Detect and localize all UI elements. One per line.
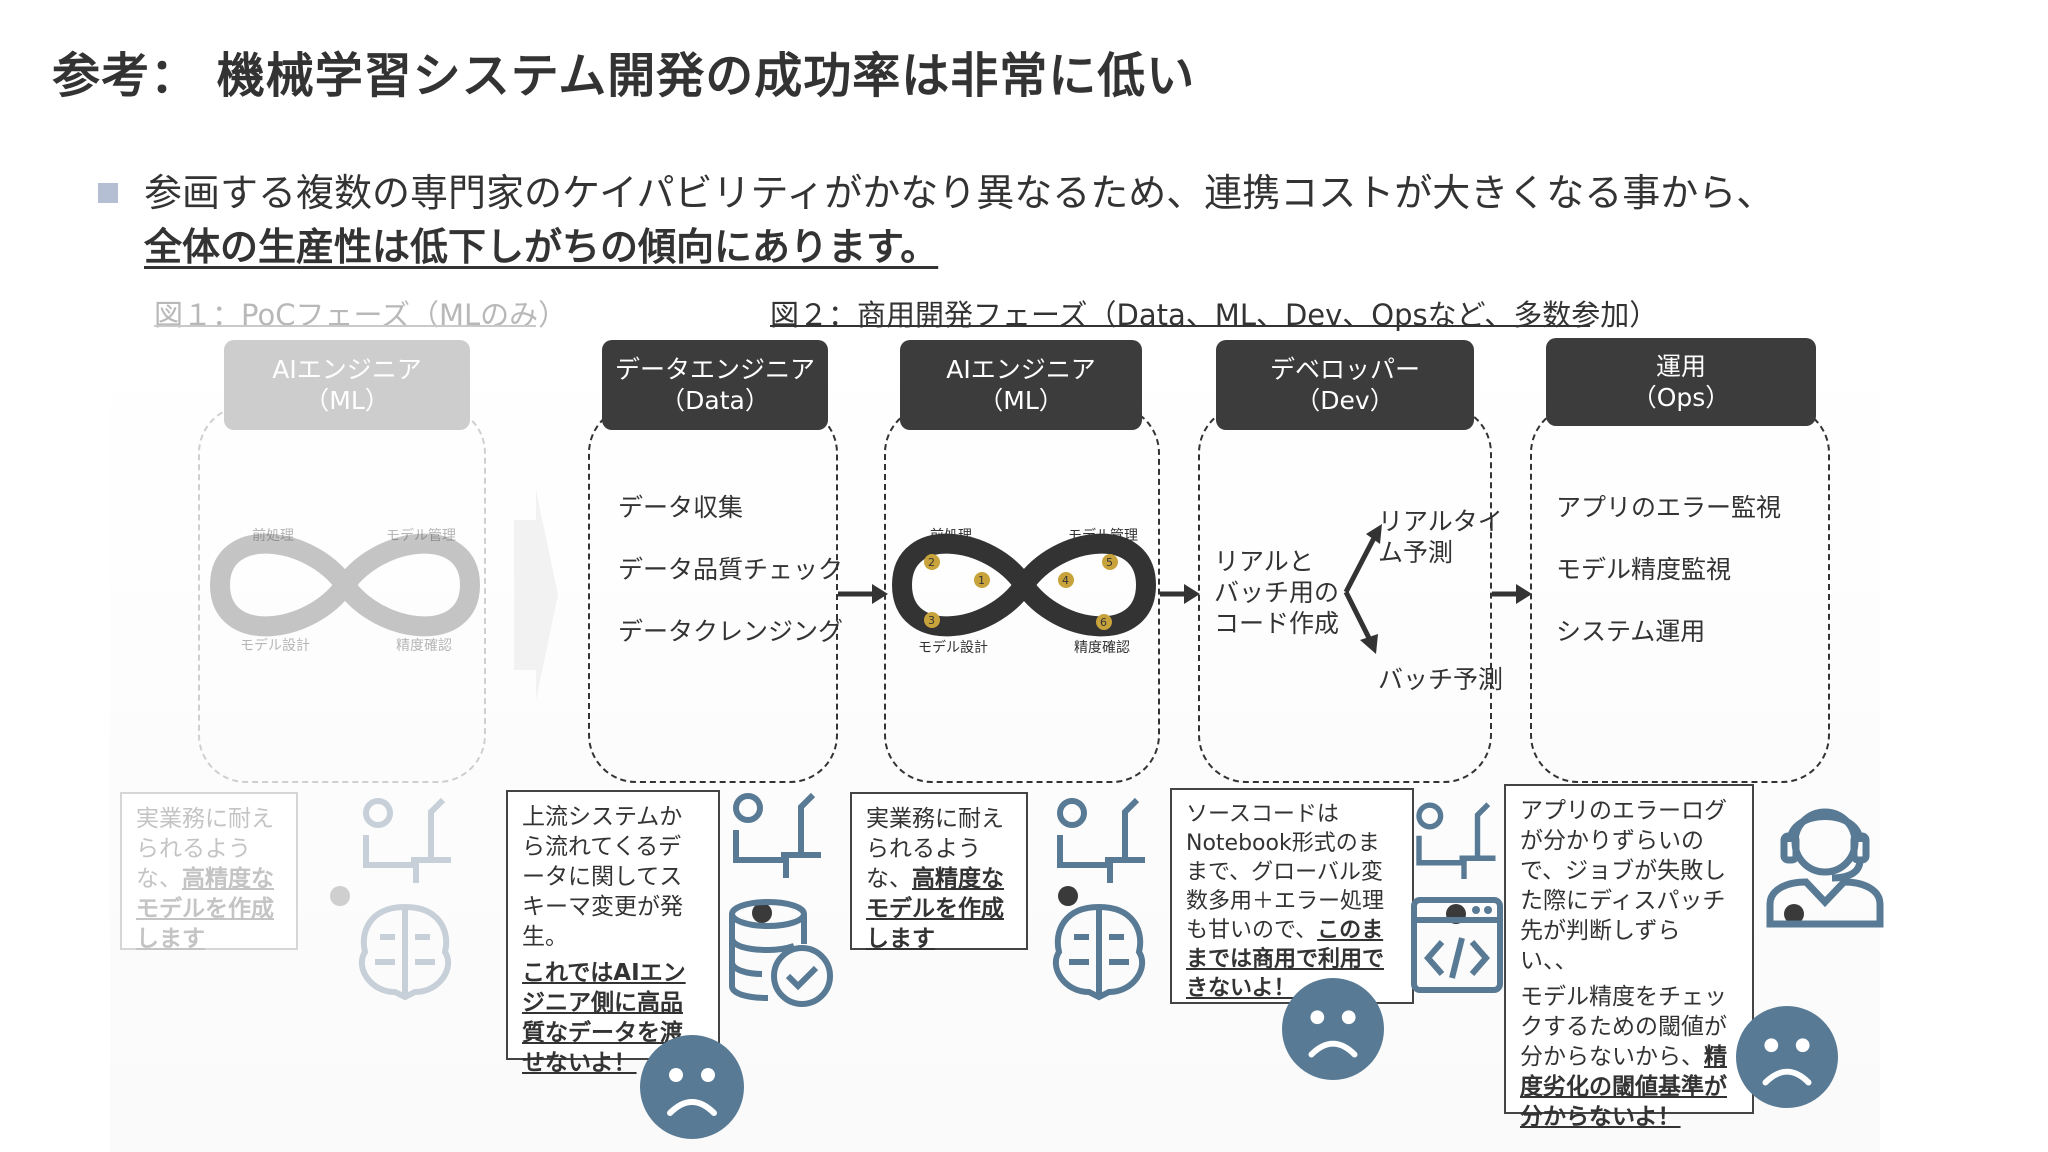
code-window-icon	[1411, 897, 1503, 993]
ml-cycle-num-1: 1	[978, 574, 985, 587]
figure-2-underline	[770, 325, 1590, 327]
dev-main-task-line2: バッチ用の	[1214, 578, 1340, 607]
ops-note: アプリのエラーログが分かりずらいので、ジョブが失敗した際にディスパッチ先が判断し…	[1504, 784, 1754, 1130]
ml-header-subtitle: （ML）	[978, 386, 1064, 415]
poc-ml-note: 実業務に耐えられるような、高精度なモデルを作成します	[120, 792, 298, 952]
database-check-icon	[729, 899, 833, 1007]
ml-cycle-icon: 2 3 1 4 5 6 前処理 モデル管理 モデル設計 精度確認	[891, 527, 1157, 656]
poc-cycle-accuracy: 精度確認	[396, 638, 452, 654]
ml-cycle-accuracy: 精度確認	[1074, 640, 1130, 656]
bullet-line-1: 参画する複数の専門家のケイパビリティがかなり異なるため、連携コストが大きくなる事…	[144, 171, 1775, 215]
poc-ml-header: AIエンジニア （ML）	[224, 340, 470, 430]
data-header-title: データエンジニア	[614, 355, 815, 384]
ops-note-plain-1: アプリのエラーログが分かりずらいので、ジョブが失敗した際にディスパッチ先が判断し…	[1520, 798, 1727, 974]
data-task-collect: データ収集	[618, 493, 744, 522]
phase-transition-arrow	[514, 490, 558, 700]
engineer-desk-icon	[1057, 797, 1145, 883]
engineer-desk-icon	[1416, 802, 1496, 879]
ml-cycle-model-mgmt: モデル管理	[1068, 527, 1138, 544]
ml-connector-dot	[1058, 886, 1078, 906]
ml-cycle-num-3: 3	[928, 614, 935, 627]
dev-note: ソースコードはNotebook形式のままで、グローバル変数多用＋エラー処理も甘い…	[1170, 788, 1414, 1004]
brain-icon	[1052, 903, 1146, 1001]
sad-face-icon	[1282, 978, 1384, 1080]
figure-1-label: 図１：PoCフェーズ（MLのみ）	[154, 298, 568, 332]
poc-ml-header-subtitle: （ML）	[304, 386, 390, 415]
bullet-line-2: 全体の生産性は低下しがちの傾向にあります。	[144, 225, 939, 269]
ml-cycle-preprocess: 前処理	[930, 527, 972, 544]
poc-ml-connector-dot	[330, 886, 350, 906]
dev-main-task-line1: リアルと	[1214, 547, 1314, 576]
ml-header: AIエンジニア （ML）	[900, 340, 1142, 430]
dev-note-bold: このままでは商用で利用できないよ！	[1186, 918, 1385, 1001]
ops-note-bold: 精度劣化の閾値基準が分からないよ！	[1520, 1044, 1727, 1130]
data-task-cleansing: データクレンジング	[618, 617, 844, 646]
figure-1-underline	[154, 325, 536, 327]
support-agent-icon	[1766, 808, 1884, 928]
ops-connector-dot	[1784, 904, 1804, 924]
ml-header-title: AIエンジニア	[946, 355, 1096, 384]
brain-icon	[358, 903, 452, 1001]
ml-cycle-num-2: 2	[928, 556, 935, 569]
dev-header-subtitle: （Dev）	[1295, 386, 1395, 415]
poc-ml-note-plain: 実業務に耐えられるような、	[136, 806, 274, 892]
ops-header-subtitle: （Ops）	[1631, 383, 1731, 412]
poc-ml-header-title: AIエンジニア	[272, 355, 422, 384]
ops-header-title: 運用	[1655, 352, 1706, 381]
ops-card	[1530, 405, 1830, 783]
ml-cycle-model-design: モデル設計	[918, 639, 988, 656]
ops-task-system-ops: システム運用	[1556, 617, 1706, 646]
dev-header-title: デベロッパー	[1269, 355, 1420, 384]
data-note-bold: これではAIエンジニア側に高品質なデータを渡せないよ！	[522, 960, 686, 1076]
data-header: データエンジニア （Data）	[602, 340, 828, 430]
ml-cycle-num-5: 5	[1106, 556, 1113, 569]
poc-ml-note-bold: 高精度なモデルを作成します	[136, 866, 274, 952]
poc-ml-cycle-icon: 前処理 モデル管理 モデル設計 精度確認	[209, 527, 481, 654]
dev-branch-realtime-line2: ム予測	[1378, 538, 1454, 567]
engineer-desk-icon	[363, 797, 451, 883]
dev-main-task-line3: コード作成	[1214, 609, 1340, 638]
bullet-square	[98, 183, 118, 203]
data-header-subtitle: （Data）	[660, 386, 770, 415]
engineer-desk-icon	[733, 792, 821, 878]
ml-note: 実業務に耐えられるような、高精度なモデルを作成します	[850, 792, 1028, 952]
ops-task-error-monitor: アプリのエラー監視	[1556, 493, 1782, 522]
figure-2-label: 図２：商用開発フェーズ（Data、ML、Dev、Opsなど、多数参加）	[770, 298, 1659, 332]
page-title: 参考： 機械学習システム開発の成功率は非常に低い	[52, 48, 1196, 104]
poc-cycle-model-design: モデル設計	[240, 637, 310, 654]
dev-main-task: リアルと バッチ用の コード作成	[1214, 546, 1339, 639]
ops-task-accuracy-monitor: モデル精度監視	[1556, 555, 1732, 584]
data-card	[588, 405, 838, 783]
ml-note-plain: 実業務に耐えられるような、	[866, 806, 1004, 892]
flow-arrow-data-ml	[838, 584, 888, 604]
data-note-plain: 上流システムから流れてくるデータに関してスキーマ変更が発生。	[522, 804, 683, 950]
ml-note-bold: 高精度なモデルを作成します	[866, 866, 1004, 952]
sad-face-icon	[1736, 1006, 1838, 1108]
data-note: 上流システムから流れてくるデータに関してスキーマ変更が発生。 これではAIエンジ…	[506, 790, 720, 1076]
ml-cycle-num-6: 6	[1100, 616, 1107, 629]
dev-note-plain: ソースコードはNotebook形式のままで、グローバル変数多用＋エラー処理も甘い…	[1186, 802, 1385, 943]
ops-note-plain-2-text: モデル精度をチェックするための閾値が分からないから、	[1520, 984, 1727, 1070]
flow-arrow-ml-dev	[1160, 584, 1200, 604]
poc-cycle-model-mgmt: モデル管理	[386, 527, 456, 544]
sad-face-icon	[640, 1035, 744, 1139]
ml-cycle-num-4: 4	[1062, 574, 1069, 587]
dev-header: デベロッパー （Dev）	[1216, 340, 1474, 430]
ops-header: 運用 （Ops）	[1546, 338, 1816, 426]
dev-branch-batch: バッチ予測	[1378, 665, 1504, 694]
dev-branch-realtime-line1: リアルタイ	[1378, 507, 1503, 536]
poc-cycle-preprocess: 前処理	[252, 527, 294, 544]
data-connector-dot	[752, 903, 772, 923]
ops-note-plain-2: モデル精度をチェックするための閾値が分からないから、精度劣化の閾値基準が分からな…	[1520, 982, 1738, 1132]
dev-branch-arrows	[1343, 524, 1382, 654]
data-task-quality: データ品質チェック	[618, 555, 844, 584]
flow-arrow-dev-ops	[1492, 584, 1532, 604]
dev-branch-realtime: リアルタイ ム予測	[1378, 506, 1503, 568]
